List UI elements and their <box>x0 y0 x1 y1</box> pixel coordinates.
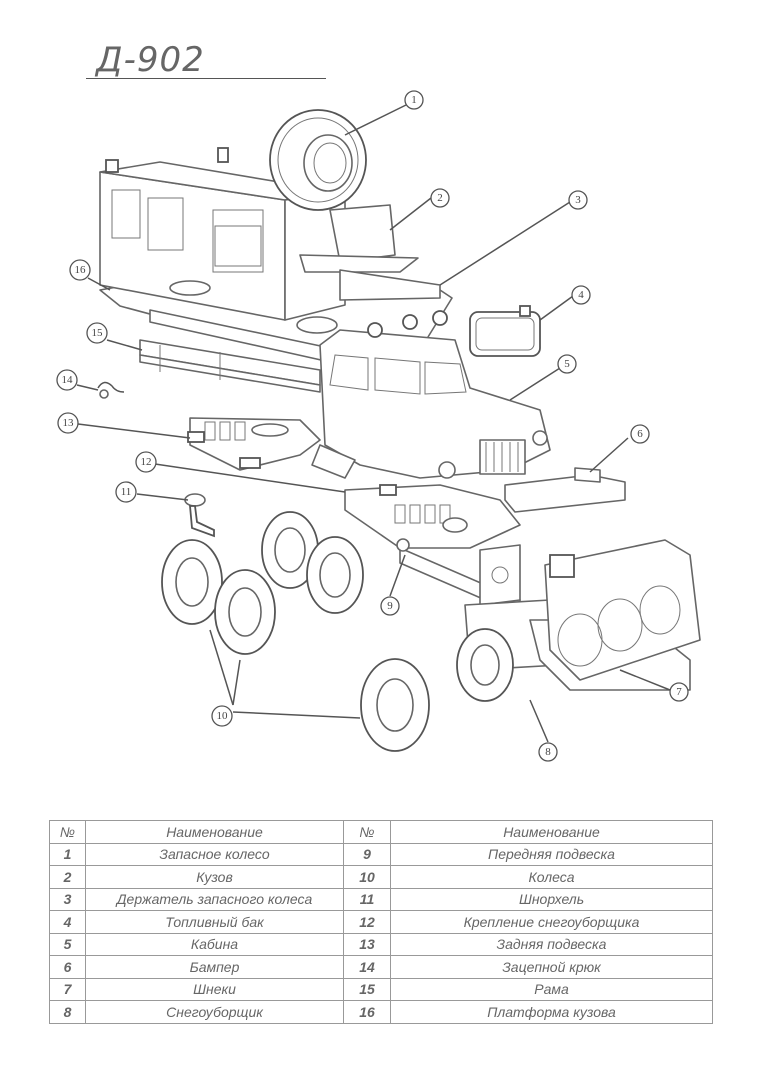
part-number: 11 <box>343 887 391 911</box>
part-number: 14 <box>343 955 391 979</box>
part-number: 13 <box>343 932 391 956</box>
callout-9: 9 <box>380 596 400 616</box>
part-number: 16 <box>343 1000 391 1024</box>
callout-label: 10 <box>217 710 229 722</box>
snowplow-mount <box>344 484 521 549</box>
front-suspension <box>396 538 521 616</box>
fuel-tank <box>469 305 541 357</box>
augers <box>544 539 701 681</box>
part-name: Платформа кузова <box>390 1000 713 1024</box>
part-name: Колеса <box>390 865 713 889</box>
part-number: 4 <box>49 910 86 934</box>
header-name-left: Наименование <box>85 820 344 844</box>
part-number: 5 <box>49 932 86 956</box>
callout-label: 9 <box>387 600 393 612</box>
part-name: Передняя подвеска <box>390 842 713 866</box>
callout-14: 14 <box>56 369 78 391</box>
callout-16: 16 <box>69 259 91 281</box>
parts-table: № Наименование № Наименование 1 Запасное… <box>49 820 713 1024</box>
header-num-right: № <box>343 820 391 844</box>
callout-10: 10 <box>211 705 233 727</box>
callout-3: 3 <box>568 190 588 210</box>
exploded-view-drawing: 1 2 3 4 5 6 7 8 9 10 11 12 13 14 15 16 <box>56 90 701 762</box>
part-name: Задняя подвеска <box>390 932 713 956</box>
part-number: 1 <box>49 842 86 866</box>
callout-label: 12 <box>141 456 152 468</box>
part-name: Держатель запасного колеса <box>85 887 344 911</box>
callout-label: 5 <box>564 358 570 370</box>
tow-hook <box>97 381 125 399</box>
part-name: Запасное колесо <box>85 842 344 866</box>
cab <box>311 310 551 479</box>
part-name: Рама <box>390 977 713 1001</box>
callout-13: 13 <box>57 412 79 434</box>
callout-label: 11 <box>121 486 132 498</box>
table-row: 7 Шнеки 15 Рама <box>49 977 713 1001</box>
callout-label: 4 <box>578 289 584 301</box>
part-name: Шнеки <box>85 977 344 1001</box>
bumper <box>504 467 626 513</box>
rear-suspension <box>187 417 321 471</box>
part-name: Шнорхель <box>390 887 713 911</box>
part-number: 2 <box>49 865 86 889</box>
table-row: 2 Кузов 10 Колеса <box>49 865 713 889</box>
part-number: 3 <box>49 887 86 911</box>
callout-leaders <box>76 104 671 743</box>
part-name: Бампер <box>85 955 344 979</box>
part-number: 7 <box>49 977 86 1001</box>
part-name: Топливный бак <box>85 910 344 934</box>
part-number: 6 <box>49 955 86 979</box>
table-row: 6 Бампер 14 Зацепной крюк <box>49 955 713 979</box>
part-name: Кабина <box>85 932 344 956</box>
callout-11: 11 <box>115 481 137 503</box>
callout-label: 6 <box>637 428 643 440</box>
callout-label: 13 <box>63 417 75 429</box>
callout-8: 8 <box>538 742 558 762</box>
callout-12: 12 <box>135 451 157 473</box>
part-name: Зацепной крюк <box>390 955 713 979</box>
callout-15: 15 <box>86 322 108 344</box>
table-row: 1 Запасное колесо 9 Передняя подвеска <box>49 842 713 866</box>
part-number: 10 <box>343 865 391 889</box>
callout-label: 16 <box>75 264 87 276</box>
callout-6: 6 <box>630 424 650 444</box>
callout-label: 1 <box>411 94 417 106</box>
part-number: 8 <box>49 1000 86 1024</box>
part-name: Снегоуборщик <box>85 1000 344 1024</box>
spare-wheel <box>269 109 367 211</box>
callout-label: 3 <box>575 194 581 206</box>
diagram-title: Д-902 <box>96 40 205 80</box>
parts-table-header: № Наименование № Наименование <box>49 820 713 844</box>
snorkel <box>184 493 215 538</box>
table-row: 4 Топливный бак 12 Крепление снегоуборщи… <box>49 910 713 934</box>
header-num-left: № <box>49 820 86 844</box>
part-number: 15 <box>343 977 391 1001</box>
part-name: Кузов <box>85 865 344 889</box>
callout-label: 14 <box>62 374 74 386</box>
callout-2: 2 <box>430 188 450 208</box>
callout-label: 7 <box>676 686 682 698</box>
callout-4: 4 <box>571 285 591 305</box>
header-name-right: Наименование <box>390 820 713 844</box>
part-number: 12 <box>343 910 391 934</box>
callout-5: 5 <box>557 354 577 374</box>
part-number: 9 <box>343 842 391 866</box>
wheels <box>161 511 430 752</box>
callout-label: 2 <box>437 192 443 204</box>
title-underline <box>86 78 326 79</box>
part-name: Крепление снегоуборщика <box>390 910 713 934</box>
table-row: 3 Держатель запасного колеса 11 Шнорхель <box>49 887 713 911</box>
table-row: 8 Снегоуборщик 16 Платформа кузова <box>49 1000 713 1024</box>
table-row: 5 Кабина 13 Задняя подвеска <box>49 932 713 956</box>
callout-label: 8 <box>545 746 551 758</box>
callout-7: 7 <box>669 682 689 702</box>
callout-label: 15 <box>92 327 104 339</box>
callout-1: 1 <box>404 90 424 110</box>
